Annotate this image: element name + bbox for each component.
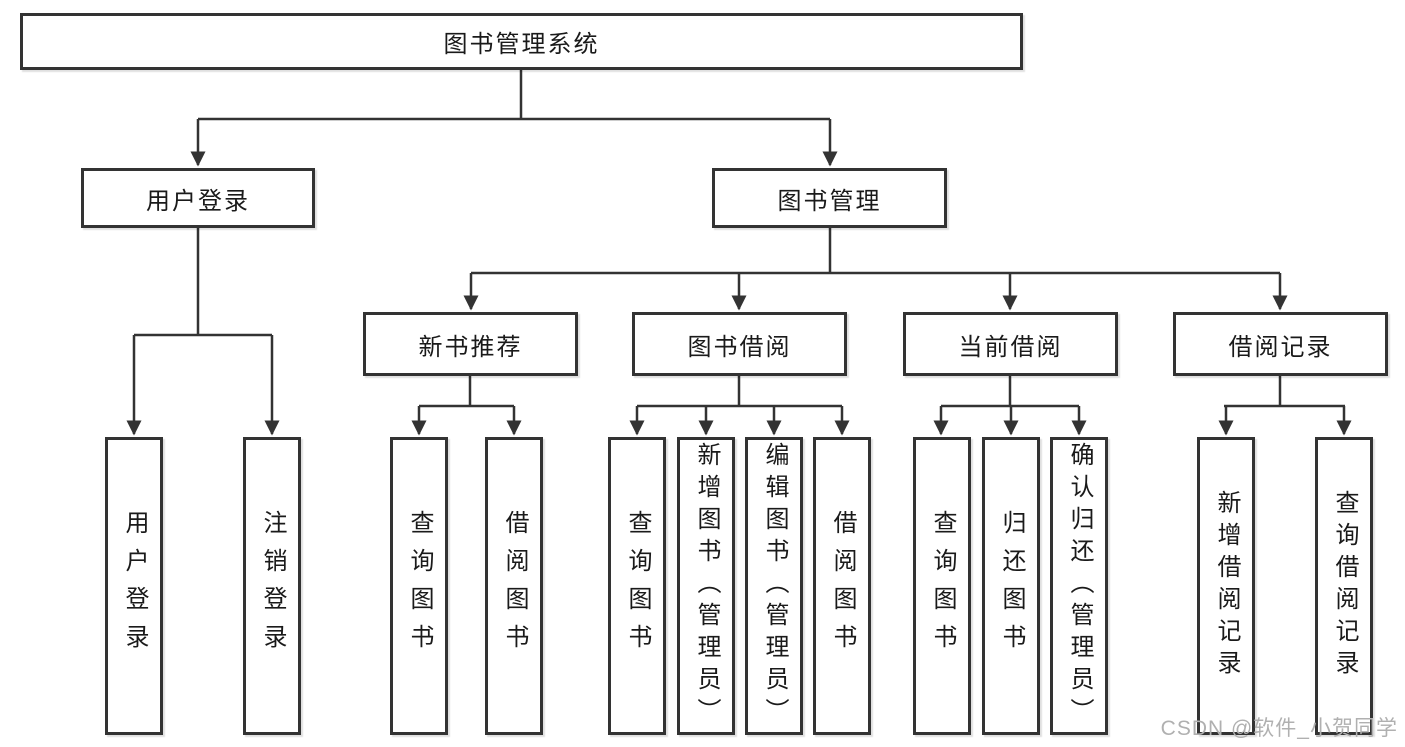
leaf-recommend-query-books: 查询图书 (390, 437, 448, 735)
leaf-records-query-borrow-record-label: 查询借阅记录 (1331, 490, 1358, 682)
csdn-watermark: CSDN @软件_小贺同学 (1160, 717, 1398, 740)
leaf-recommend-borrow-books-label: 借阅图书 (501, 510, 528, 662)
leaf-borrow-edit-books-admin: 编辑图书（管理员） (745, 437, 803, 735)
leaf-borrow-borrow-books-label: 借阅图书 (829, 510, 856, 662)
node-book-borrow-label: 图书借阅 (687, 333, 792, 361)
leaf-recommend-query-books-label: 查询图书 (406, 510, 433, 662)
connector-borrow-records-split (1224, 376, 1345, 408)
leaf-recommend-borrow-books: 借阅图书 (485, 437, 543, 735)
leaf-current-return-books: 归还图书 (982, 437, 1040, 735)
leaf-borrow-add-books-admin-label: 新增图书（管理员） (693, 442, 720, 730)
node-user-login-group-label: 用户登录 (146, 187, 250, 215)
connector-new-book-split (419, 376, 514, 408)
node-user-login-group: 用户登录 (81, 168, 315, 228)
leaf-current-confirm-return-admin: 确认归还（管理员） (1050, 437, 1108, 735)
leaf-current-query-books-label: 查询图书 (929, 510, 956, 662)
node-new-book-recommend: 新书推荐 (363, 312, 578, 376)
node-current-borrow: 当前借阅 (903, 312, 1118, 376)
leaf-current-query-books: 查询图书 (913, 437, 971, 735)
leaf-borrow-query-books: 查询图书 (608, 437, 666, 735)
node-borrow-records: 借阅记录 (1173, 312, 1388, 376)
leaf-logout-label: 注销登录 (259, 510, 286, 662)
node-new-book-recommend-label: 新书推荐 (418, 333, 523, 361)
leaf-current-confirm-return-admin-label: 确认归还（管理员） (1066, 442, 1093, 730)
connector-book-mgmt-split (471, 228, 1280, 275)
leaf-borrow-edit-books-admin-label: 编辑图书（管理员） (761, 442, 788, 730)
node-book-management-group-label: 图书管理 (777, 187, 882, 215)
node-borrow-records-label: 借阅记录 (1228, 333, 1333, 361)
node-library-system: 图书管理系统 (20, 13, 1023, 70)
leaf-user-login-label: 用户登录 (121, 510, 148, 662)
connector-book-borrow-split (637, 376, 842, 408)
leaf-user-login: 用户登录 (105, 437, 163, 735)
connector-root-split (198, 70, 830, 121)
node-book-management-group: 图书管理 (712, 168, 947, 228)
leaf-borrow-add-books-admin: 新增图书（管理员） (677, 437, 735, 735)
leaf-records-add-borrow-record: 新增借阅记录 (1197, 437, 1255, 735)
leaf-borrow-query-books-label: 查询图书 (624, 510, 651, 662)
node-current-borrow-label: 当前借阅 (958, 333, 1063, 361)
leaf-records-query-borrow-record: 查询借阅记录 (1315, 437, 1373, 735)
connector-current-borrow-split (941, 376, 1079, 408)
connector-user-login-split (134, 228, 272, 337)
node-library-system-label: 图书管理系统 (443, 31, 600, 58)
leaf-logout: 注销登录 (243, 437, 301, 735)
leaf-records-add-borrow-record-label: 新增借阅记录 (1213, 490, 1240, 682)
leaf-borrow-borrow-books: 借阅图书 (813, 437, 871, 735)
node-book-borrow: 图书借阅 (632, 312, 847, 376)
leaf-current-return-books-label: 归还图书 (998, 510, 1025, 662)
